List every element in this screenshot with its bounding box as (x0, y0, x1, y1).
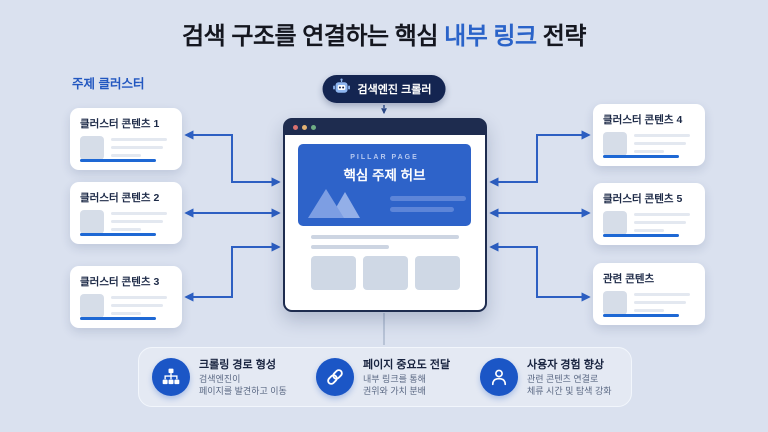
feature-title: 페이지 중요도 전달 (363, 359, 451, 372)
search-crawler-badge: 검색엔진 크롤러 (322, 75, 446, 103)
feature-user-experience: 사용자 경험 향상 관련 콘텐츠 연결로 체류 시간 및 탐색 강화 (467, 356, 631, 398)
cluster-card-1: 클러스터 콘텐츠 1 (70, 108, 182, 170)
content-box-placeholder (415, 256, 460, 290)
text-placeholder-lines (111, 136, 172, 162)
card-skeleton (603, 211, 695, 237)
feature-crawl-path: 크롤링 경로 형성 검색엔진이 페이지를 발견하고 이동 (139, 356, 303, 398)
content-card-placeholders (311, 256, 460, 290)
feature-text: 페이지 중요도 전달 내부 링크를 통해 권위와 가치 분배 (363, 356, 450, 398)
card-skeleton (80, 136, 172, 162)
pillar-hub-title: 핵심 주제 허브 (343, 168, 426, 183)
card-skeleton (603, 132, 695, 158)
text-placeholder-lines (634, 291, 695, 317)
page-title: 검색 구조를 연결하는 핵심 내부 링크 전략 (0, 16, 768, 51)
cluster-card-3: 클러스터 콘텐츠 3 (70, 266, 182, 328)
related-content-card: 관련 콘텐츠 (593, 263, 705, 325)
hero-text-placeholder (390, 196, 466, 201)
feature-title: 사용자 경험 향상 (527, 359, 604, 372)
browser-title-bar (285, 120, 485, 135)
feature-description: 관련 콘텐츠 연결로 체류 시간 및 탐색 강화 (527, 374, 612, 398)
thumbnail-placeholder (80, 210, 104, 234)
thumbnail-placeholder (603, 132, 627, 156)
text-placeholder-lines (634, 132, 695, 158)
connector-card3-hub (184, 242, 281, 302)
browser-content: PILLAR PAGE 핵심 주제 허브 (285, 135, 485, 309)
title-prefix: 검색 구조를 연결하는 핵심 (182, 23, 445, 50)
card-skeleton (603, 291, 695, 317)
feature-desc-line: 권위와 가치 분배 (363, 386, 426, 396)
connector-card6-hub (489, 242, 591, 302)
text-placeholder-lines (634, 211, 695, 237)
feature-desc-line: 페이지를 발견하고 이동 (199, 386, 287, 396)
hero-text-placeholder (390, 207, 454, 212)
card-accent-bar (80, 158, 156, 162)
card-accent-bar (603, 313, 679, 317)
mountain-image-icon (306, 184, 366, 223)
text-placeholder-lines (111, 294, 172, 320)
crawler-badge-label: 검색엔진 크롤러 (357, 84, 432, 96)
card-accent-bar (603, 233, 679, 237)
cluster-card-4: 클러스터 콘텐츠 4 (593, 104, 705, 166)
feature-desc-line: 내부 링크를 통해 (363, 374, 426, 385)
feature-text: 사용자 경험 향상 관련 콘텐츠 연결로 체류 시간 및 탐색 강화 (527, 356, 612, 398)
card-title: 클러스터 콘텐츠 5 (603, 193, 683, 205)
feature-page-authority: 페이지 중요도 전달 내부 링크를 통해 권위와 가치 분배 (303, 356, 467, 398)
card-title: 클러스터 콘텐츠 3 (80, 276, 160, 288)
thumbnail-placeholder (80, 136, 104, 160)
maximize-window-icon (311, 125, 316, 130)
pillar-hero-panel: PILLAR PAGE 핵심 주제 허브 (298, 144, 471, 226)
pillar-eyebrow-label: PILLAR PAGE (350, 154, 419, 161)
card-title: 클러스터 콘텐츠 1 (80, 118, 160, 130)
feature-description: 내부 링크를 통해 권위와 가치 분배 (363, 374, 450, 398)
title-highlight: 내부 링크 (444, 23, 537, 50)
cluster-card-5: 클러스터 콘텐츠 5 (593, 183, 705, 245)
connector-card1-hub (184, 130, 281, 187)
card-title: 관련 콘텐츠 (603, 273, 655, 285)
feature-desc-line: 검색엔진이 (199, 374, 241, 385)
minimize-window-icon (302, 125, 307, 130)
card-accent-bar (80, 316, 156, 320)
card-skeleton (80, 210, 172, 236)
close-window-icon (293, 125, 298, 130)
text-placeholder-lines (111, 210, 172, 236)
body-text-placeholder (311, 235, 459, 239)
feature-description: 검색엔진이 페이지를 발견하고 이동 (199, 374, 287, 398)
card-title: 클러스터 콘텐츠 2 (80, 192, 160, 204)
feature-desc-line: 체류 시간 및 탐색 강화 (527, 386, 612, 396)
connector-card4-hub (489, 130, 591, 187)
card-skeleton (80, 294, 172, 320)
cluster-card-2: 클러스터 콘텐츠 2 (70, 182, 182, 244)
feature-text: 크롤링 경로 형성 검색엔진이 페이지를 발견하고 이동 (199, 356, 287, 398)
user-icon (480, 358, 518, 396)
robot-icon (333, 78, 351, 100)
link-icon (316, 358, 354, 396)
thumbnail-placeholder (80, 294, 104, 318)
topic-cluster-label: 주제 클러스터 (72, 77, 145, 91)
title-suffix: 전략 (536, 23, 587, 50)
feature-title: 크롤링 경로 형성 (199, 359, 276, 372)
body-text-placeholder (311, 245, 389, 249)
sitemap-icon (152, 358, 190, 396)
feature-desc-line: 관련 콘텐츠 연결로 (527, 374, 599, 385)
card-accent-bar (80, 232, 156, 236)
benefits-bar: 크롤링 경로 형성 검색엔진이 페이지를 발견하고 이동 페이지 중요도 전달 (138, 347, 632, 407)
thumbnail-placeholder (603, 291, 627, 315)
card-accent-bar (603, 154, 679, 158)
content-box-placeholder (363, 256, 408, 290)
content-box-placeholder (311, 256, 356, 290)
pillar-page-browser-window: PILLAR PAGE 핵심 주제 허브 (283, 118, 487, 312)
card-title: 클러스터 콘텐츠 4 (603, 114, 683, 126)
thumbnail-placeholder (603, 211, 627, 235)
